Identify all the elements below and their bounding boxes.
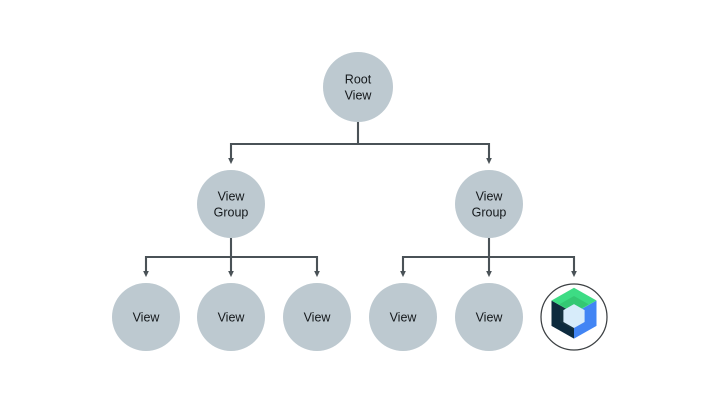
node-view-3[interactable]: View bbox=[283, 283, 351, 351]
node-root-view[interactable]: Root View bbox=[323, 52, 393, 122]
node-viewgroup-right[interactable]: View Group bbox=[455, 170, 523, 238]
node-view-4[interactable]: View bbox=[369, 283, 437, 351]
node-compose[interactable] bbox=[540, 283, 608, 351]
node-view-1-label: View bbox=[133, 310, 161, 324]
edge-viewgroup-right-to-compose-node bbox=[489, 255, 577, 278]
edge-viewgroup-left-to-view-3 bbox=[231, 255, 320, 278]
node-view-2-circle bbox=[197, 283, 265, 351]
node-view-4-label: View bbox=[390, 310, 418, 324]
node-view-2[interactable]: View bbox=[197, 283, 265, 351]
node-root-view-label-line1: Root bbox=[345, 72, 372, 86]
node-view-3-circle bbox=[283, 283, 351, 351]
node-viewgroup-left-circle bbox=[197, 170, 265, 238]
node-viewgroup-left-label-line2: Group bbox=[214, 205, 249, 219]
node-view-2-label: View bbox=[218, 310, 246, 324]
node-view-1[interactable]: View bbox=[112, 283, 180, 351]
node-view-3-label: View bbox=[304, 310, 332, 324]
edge-viewgroup-right-to-view-4 bbox=[400, 255, 489, 278]
node-view-5[interactable]: View bbox=[455, 283, 523, 351]
edge-group-viewgroup-left bbox=[143, 238, 320, 278]
node-view-5-circle bbox=[455, 283, 523, 351]
edge-root-to-viewgroup-left bbox=[228, 142, 358, 165]
edge-root-to-viewgroup-right bbox=[358, 142, 492, 165]
node-root-view-circle bbox=[323, 52, 393, 122]
compose-logo-center-hexagon bbox=[563, 304, 585, 328]
node-view-1-circle bbox=[112, 283, 180, 351]
edge-viewgroup-left-to-view-1 bbox=[143, 255, 231, 278]
edge-group-viewgroup-right bbox=[400, 238, 577, 278]
jetpack-compose-logo-icon bbox=[551, 287, 597, 339]
compose-logo-right-face bbox=[574, 300, 597, 339]
node-viewgroup-left-label-line1: View bbox=[218, 189, 246, 203]
node-viewgroup-left[interactable]: View Group bbox=[197, 170, 265, 238]
node-viewgroup-right-circle bbox=[455, 170, 523, 238]
node-viewgroup-right-label-line1: View bbox=[476, 189, 504, 203]
node-view-5-label: View bbox=[476, 310, 504, 324]
node-view-4-circle bbox=[369, 283, 437, 351]
node-viewgroup-right-label-line2: Group bbox=[472, 205, 507, 219]
edge-group-root bbox=[228, 122, 492, 165]
node-root-view-label-line2: View bbox=[345, 88, 373, 102]
